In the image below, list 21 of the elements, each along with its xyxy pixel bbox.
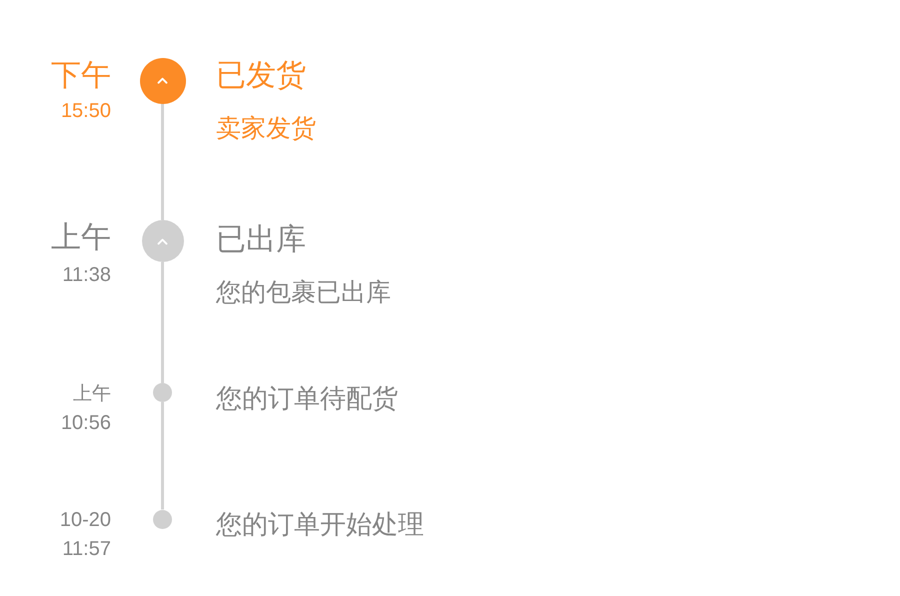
time-label: 11:57: [62, 539, 111, 559]
timeline-line: [161, 262, 164, 383]
status-detail: 您的订单开始处理: [216, 511, 424, 537]
status-detail: 您的订单待配货: [216, 385, 398, 411]
status-title: 已出库: [216, 225, 306, 255]
time-label: 下午: [51, 61, 111, 91]
time-label: 10:56: [60, 413, 111, 433]
time-label: 11:38: [62, 265, 111, 285]
timeline-dot: [153, 510, 172, 528]
timeline-circle: [140, 58, 186, 104]
time-label: 上午: [51, 223, 111, 253]
status-detail: 卖家发货: [216, 116, 316, 142]
time-label: 上午: [73, 384, 111, 404]
timeline-line: [161, 104, 164, 220]
status-title: 已发货: [216, 61, 306, 91]
timeline-line: [161, 402, 164, 510]
time-label: 15:50: [60, 101, 111, 121]
timeline-dot: [153, 383, 172, 402]
timeline-circle: [142, 220, 184, 262]
status-detail: 您的包裹已出库: [216, 280, 391, 306]
date-label: 10-20: [60, 510, 111, 530]
